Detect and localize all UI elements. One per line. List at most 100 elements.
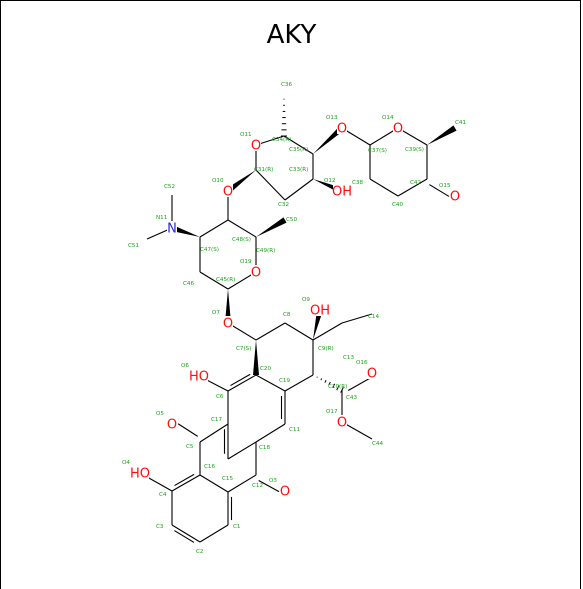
carbon-label-c52: C52 <box>164 184 175 190</box>
atom-label-o3: O3 <box>269 478 277 484</box>
carbon-label-c39s: C39(S) <box>405 147 424 153</box>
carbon-label-c6: C6 <box>216 394 224 400</box>
atom-mask <box>223 316 233 329</box>
carbon-label-c36: C36 <box>281 82 292 88</box>
atom-label-o13: O13 <box>326 115 338 121</box>
bond <box>230 373 251 387</box>
bond <box>171 474 201 492</box>
carbon-label-c40: C40 <box>392 202 403 208</box>
carbon-label-c42: C42 <box>410 180 421 186</box>
wedge-bond <box>225 289 231 323</box>
carbon-label-c14: C14 <box>368 314 379 320</box>
atom-symbol-o11: O <box>251 139 261 154</box>
atom-mask <box>167 417 177 430</box>
wedge-bond <box>427 125 457 145</box>
atom-mask <box>450 189 460 202</box>
carbon-label-c37s: C37(S) <box>368 148 387 154</box>
carbon-label-c17: C17 <box>211 417 222 423</box>
bond <box>199 474 229 493</box>
bond <box>255 423 286 443</box>
atom-mask <box>333 184 351 197</box>
bond <box>397 178 428 197</box>
atom-mask <box>167 221 177 234</box>
bond <box>255 322 286 341</box>
atom-symbol-o6: HO <box>189 370 209 385</box>
atom-symbol-o12: OH <box>332 185 352 200</box>
carbon-label-c50: C50 <box>286 217 297 223</box>
carbon-label-c19: C19 <box>279 378 290 384</box>
bond <box>324 380 327 383</box>
bond <box>227 374 257 392</box>
atom-symbol-o7: O <box>223 317 233 332</box>
atom-label-o15: O15 <box>439 183 451 189</box>
bond <box>255 374 286 392</box>
carbon-label-c12: C12 <box>252 483 263 489</box>
atom-label-n11: N11 <box>156 215 168 221</box>
wedge-bond <box>226 170 256 194</box>
wedge-bond <box>313 125 345 154</box>
atom-label-o19: O19 <box>240 259 252 265</box>
bond <box>312 322 343 341</box>
carbon-label-c44: C44 <box>372 441 383 447</box>
bond <box>174 530 195 543</box>
atom-label-o10: O10 <box>212 178 224 184</box>
atom-label-o14: O14 <box>382 115 394 121</box>
atom-label-o16: O16 <box>356 360 368 366</box>
atom-mask <box>393 121 403 134</box>
bond <box>199 423 229 443</box>
bond <box>336 385 340 391</box>
atom-symbol-n11: N <box>167 222 177 237</box>
bond <box>328 381 331 386</box>
bond <box>199 271 229 290</box>
wedge-bond <box>253 340 259 375</box>
atom-mask <box>337 415 347 428</box>
bond <box>347 378 370 391</box>
bond <box>284 322 314 341</box>
carbon-label-c2: C2 <box>196 549 203 555</box>
bond <box>199 524 229 543</box>
atom-symbol-o13: O <box>337 122 347 137</box>
carbon-label-c51: C51 <box>128 243 139 249</box>
atom-symbol-o9: OH <box>310 304 330 319</box>
bond <box>283 135 314 155</box>
bond <box>284 374 314 392</box>
carbon-label-c32: C32 <box>278 202 289 208</box>
carbon-label-c10r: C10(R) <box>328 384 347 390</box>
carbon-label-c4: C4 <box>159 492 167 498</box>
atom-label-o5: O5 <box>156 411 164 417</box>
atom-symbol-o5: O <box>167 418 177 433</box>
carbon-label-c13: C13 <box>343 355 354 361</box>
bond <box>429 184 450 197</box>
atom-label-o4: O4 <box>122 460 130 466</box>
carbon-label-c8: C8 <box>283 312 291 318</box>
carbon-label-c7s: C7(S) <box>236 346 251 352</box>
carbon-label-c41: C41 <box>455 120 466 126</box>
atom-label-o12: O12 <box>324 178 336 184</box>
bond <box>332 383 336 388</box>
bond <box>369 178 399 197</box>
carbon-label-c20: C20 <box>260 366 271 372</box>
atom-symbol-o14: O <box>393 122 403 137</box>
atom-symbol-o3: O <box>280 485 290 500</box>
carbon-label-c1: C1 <box>233 524 241 530</box>
carbon-label-c5: C5 <box>186 444 194 450</box>
carbon-label-c46: C46 <box>183 281 194 287</box>
atom-symbol-o4: HO <box>130 467 150 482</box>
carbon-label-c45r: C45(R) <box>216 277 235 283</box>
bond <box>174 473 195 487</box>
atom-mask <box>311 303 329 316</box>
carbon-label-c18: C18 <box>259 445 270 451</box>
bonds-layer <box>139 98 457 543</box>
atom-mask <box>190 369 208 382</box>
wedge-bond <box>171 225 200 237</box>
atom-label-layer: C36C34(R)C35(R)C31(R)C33(R)C32C37(S)C38C… <box>128 82 466 555</box>
atom-symbol-o15: O <box>450 190 460 205</box>
carbon-label-c47s: C47(S) <box>200 247 219 253</box>
atom-label-o9: O9 <box>302 297 310 303</box>
atom-mask <box>337 121 347 134</box>
page-title: AKY <box>266 20 317 50</box>
atom-mask <box>251 138 261 151</box>
atom-mask <box>223 184 233 197</box>
